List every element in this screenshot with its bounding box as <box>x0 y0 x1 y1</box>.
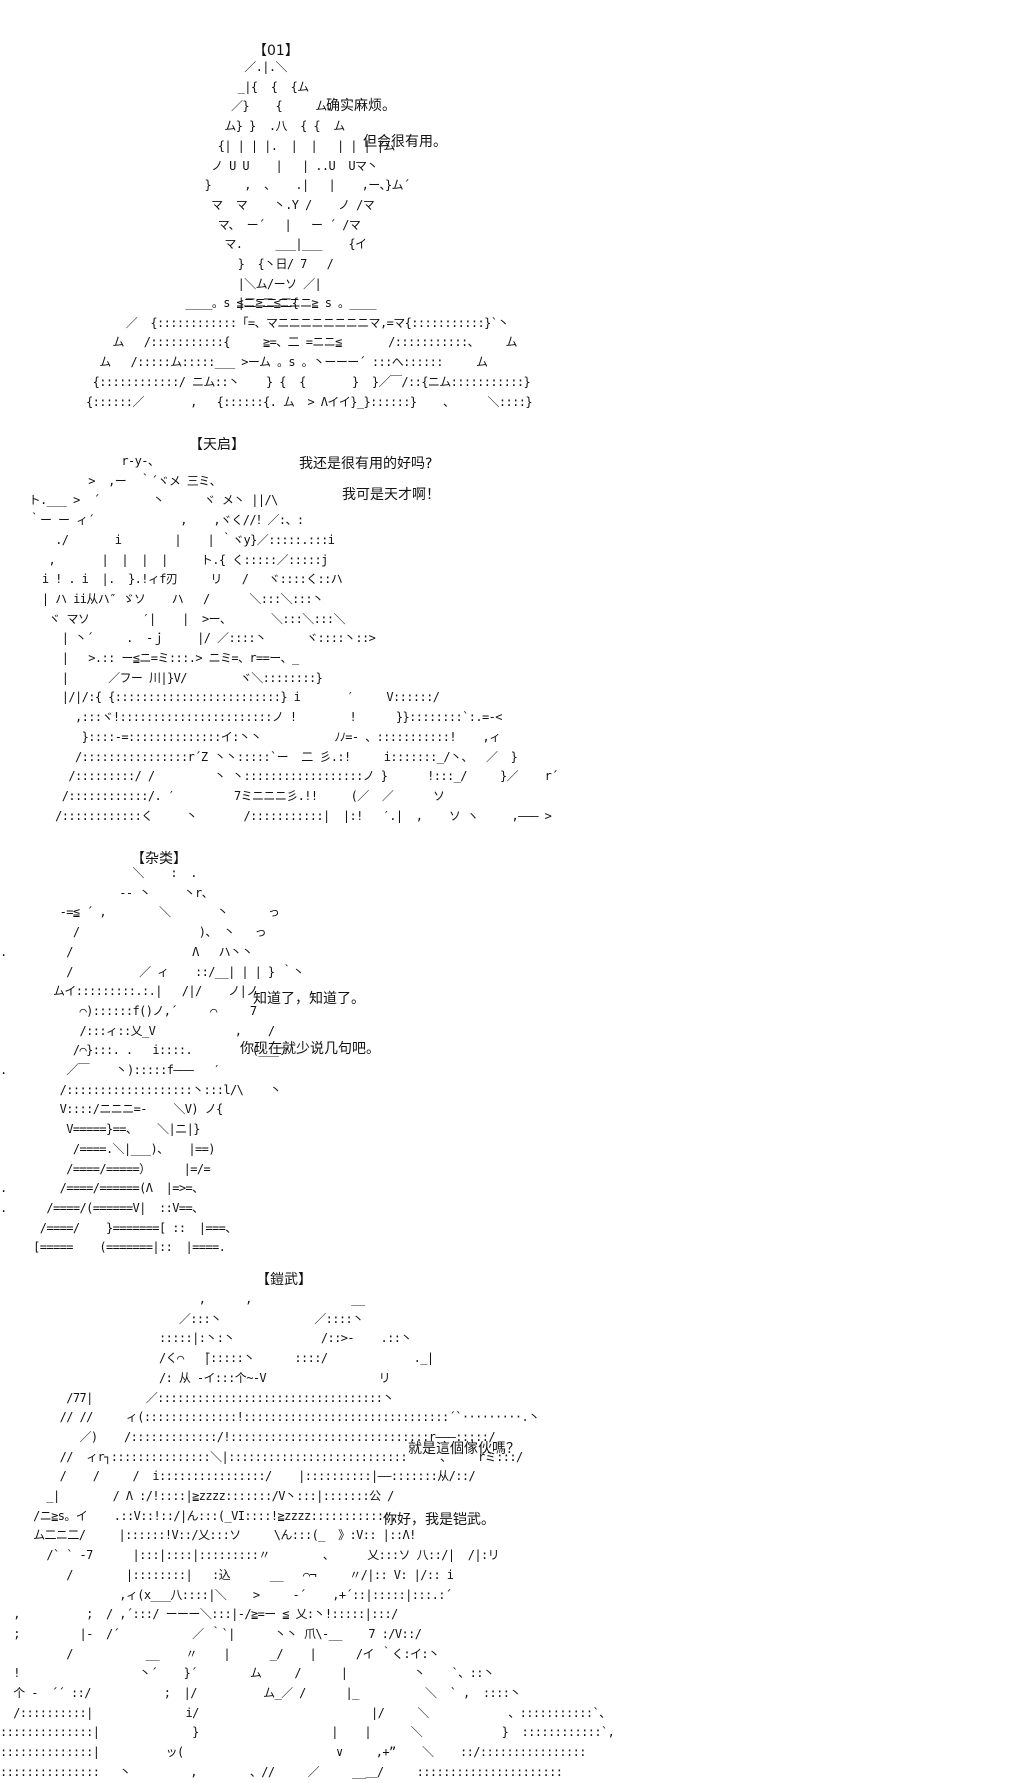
ascii-art-figure: ／.|.＼ _|{ { {ム ／} { ム、 ム} } .八 { { ム {| … <box>204 60 410 311</box>
ascii-art-figure: , , __ ／:::丶 ／::::丶 :::::|:丶:丶 /::>- .::… <box>0 1292 615 1779</box>
section-gaim: 【鎧武】 , , __ ／:::丶 ／::::丶 :::::|:丶:丶 /::>… <box>0 1270 1024 1779</box>
speech-line: 确实麻烦。 <box>326 98 396 114</box>
ascii-art-figure: r-y-、 > ,ー ｀´ヾメ 三ミ、 ト.___ > ´ 丶 ヾ メ丶 ||/… <box>28 454 559 823</box>
section-tenkai: 【天启】 r-y-、 > ,ー ｀´ヾメ 三ミ、 ト.___ > ´ 丶 ヾ メ… <box>0 430 1024 830</box>
ascii-art-figure-body: ____。s ≦ニニニニニニ≧ s 。____ ／ {::::::::::::「… <box>86 296 533 409</box>
speech-line: 你好，我是铠武。 <box>383 1512 495 1528</box>
section-title: 【天启】 <box>189 437 245 453</box>
ascii-art-figure: ＼ : . -- 丶 丶r、 -=≦ ´ , ＼ 丶 っ / )、 丶 っ . … <box>0 866 305 1255</box>
speech-line: 就是這個傢伙嗎？ <box>408 1441 520 1457</box>
section-01: 【01】 ／.|.＼ _|{ { {ム ／} { ム、 ム} } .八 { { … <box>0 0 1024 420</box>
section-zarui: 【杂类】 ＼ : . -- 丶 丶r、 -=≦ ´ , ＼ 丶 っ / )、 丶… <box>0 850 1024 1254</box>
speech-line: 但会很有用。 <box>363 134 447 150</box>
section-title: 【杂类】 <box>131 851 187 867</box>
speech-line: 知道了，知道了。 <box>253 991 365 1007</box>
speech-line: 你现在就少说几句吧。 <box>240 1041 380 1057</box>
speech-line: 我可是天才啊！ <box>342 487 440 503</box>
section-title: 【鎧武】 <box>256 1272 312 1288</box>
speech-line: 我还是很有用的好吗? <box>299 456 433 472</box>
section-title: 【01】 <box>253 43 299 59</box>
